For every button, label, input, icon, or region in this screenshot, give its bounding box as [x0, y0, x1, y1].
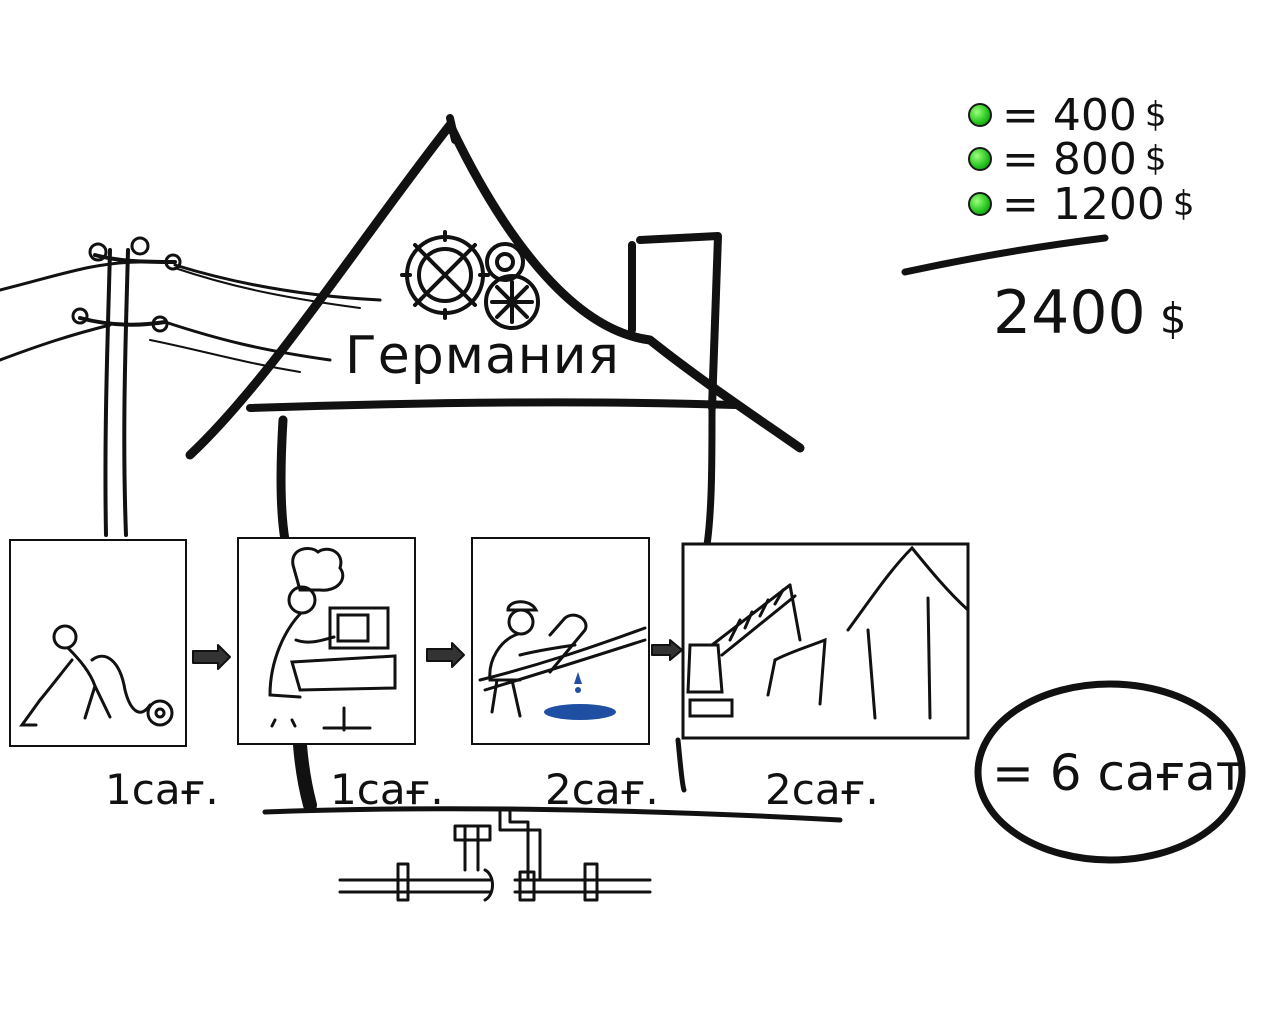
- price-currency: $: [1172, 184, 1195, 224]
- arrow-icon: [192, 644, 231, 670]
- arrow-icon: [426, 642, 465, 668]
- step-time-label: 2сағ.: [765, 765, 879, 814]
- arrow-icon: [651, 639, 683, 661]
- floor-line: [262, 806, 843, 823]
- price-currency: $: [1144, 139, 1167, 179]
- total-price-currency: $: [1159, 294, 1187, 343]
- house-walls-icon: [276, 406, 716, 812]
- step-time-label: 1сағ.: [105, 765, 219, 814]
- total-price-value: 2400: [993, 278, 1146, 348]
- price-row: = 400 $: [968, 89, 1167, 141]
- price-currency: $: [1144, 95, 1167, 135]
- plumbing-icon: [471, 537, 650, 745]
- power-pole-icon: [0, 236, 382, 537]
- green-dot-icon: [968, 147, 992, 171]
- gears-icon: [400, 230, 540, 330]
- total-price: 2400 $: [993, 278, 1186, 348]
- pipes-icon: [338, 810, 652, 902]
- green-dot-icon: [968, 103, 992, 127]
- cooking-icon: [237, 537, 416, 745]
- green-dot-icon: [968, 192, 992, 216]
- step-time-label: 2сағ.: [545, 765, 659, 814]
- price-row: = 800 $: [968, 133, 1167, 185]
- total-time-label: = 6 сағат: [992, 744, 1245, 802]
- construction-crane-icon: [681, 542, 970, 740]
- price-row: = 1200 $: [968, 178, 1195, 230]
- price-separator: [901, 234, 1109, 276]
- price-value: = 800: [1002, 133, 1137, 185]
- vacuum-cleaning-icon: [9, 539, 187, 747]
- house-roof-icon: [185, 114, 805, 460]
- total-time-ellipse: [974, 680, 1246, 864]
- price-value: = 400: [1002, 89, 1137, 141]
- step-time-label: 1сағ.: [330, 765, 444, 814]
- price-value: = 1200: [1002, 178, 1165, 230]
- country-title: Германия: [345, 326, 620, 386]
